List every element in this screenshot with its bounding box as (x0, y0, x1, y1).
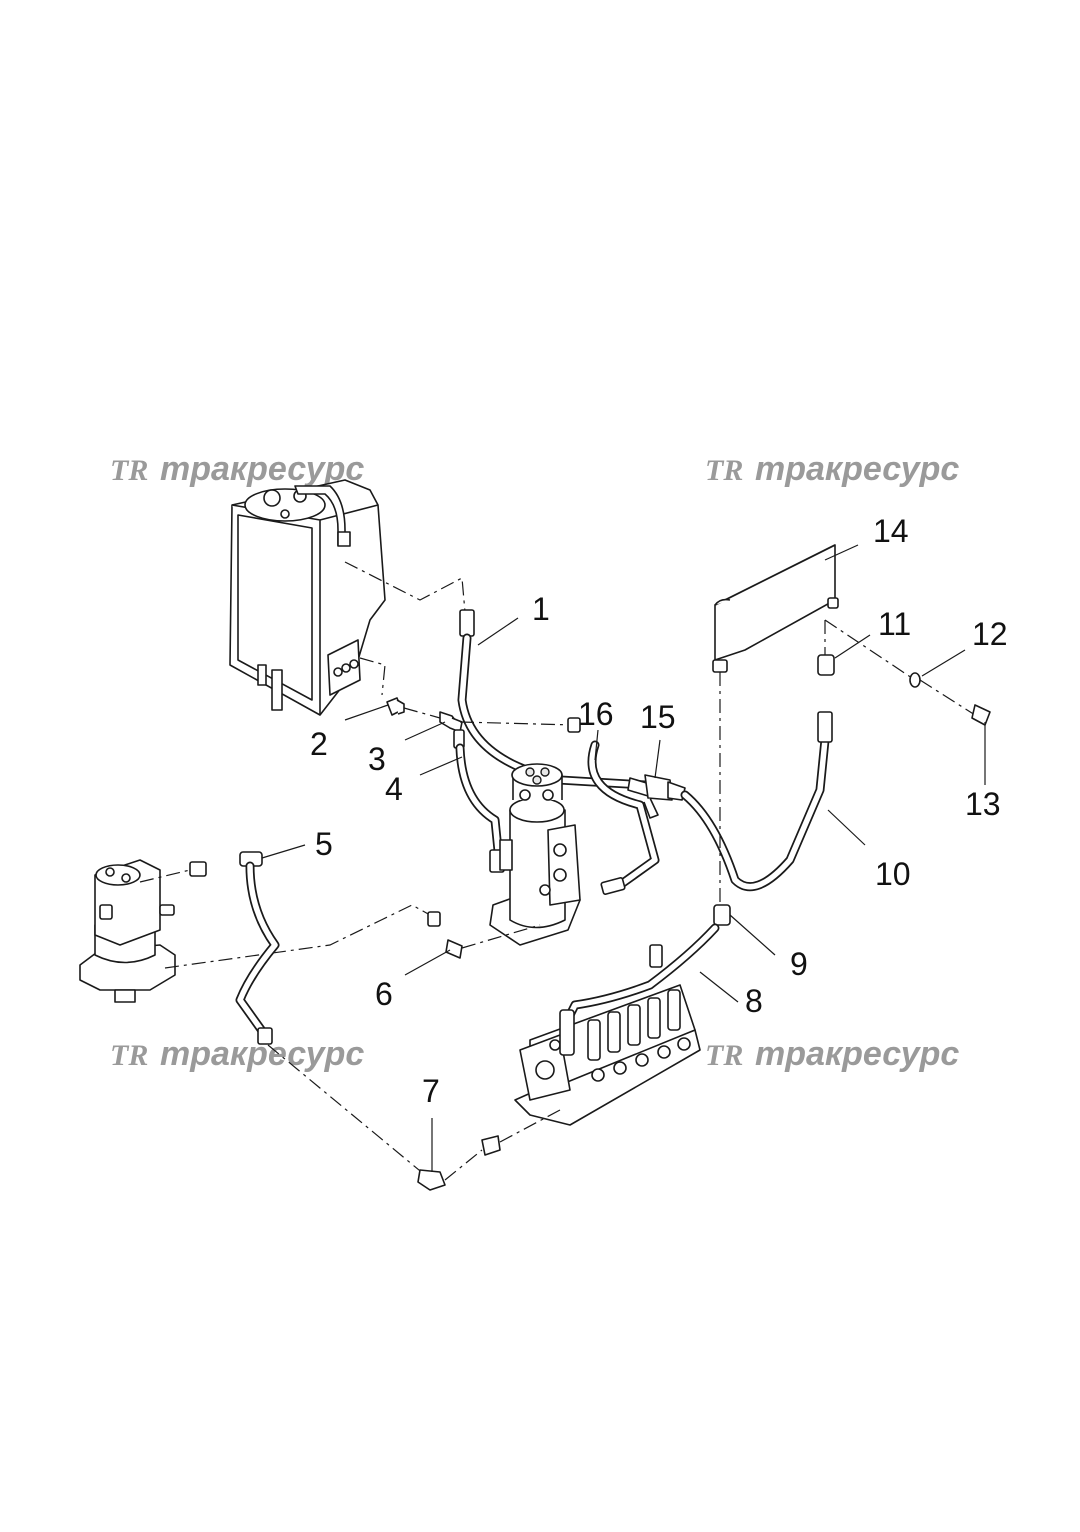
fitting (189, 861, 207, 877)
dash-line (403, 707, 441, 719)
callout-4: 4 (385, 771, 403, 807)
dash-line (139, 869, 191, 883)
fitting-item-11 (817, 654, 835, 676)
valve-spools (587, 989, 691, 1082)
hose-item-16 (587, 740, 660, 895)
callout-1: 1 (532, 591, 550, 627)
callout-13: 13 (965, 786, 1001, 822)
watermark-logo: TR (110, 1039, 148, 1072)
callout-6: 6 (375, 976, 393, 1012)
dash-line (344, 561, 466, 613)
dash-line (164, 904, 431, 969)
watermark-logo: TR (705, 1039, 743, 1072)
hydraulic-tank (229, 479, 386, 716)
oil-cooler-item-14 (712, 544, 839, 673)
hose-item-1 (457, 609, 650, 790)
washer-item-12 (909, 672, 921, 688)
watermark-logo: TR (705, 454, 743, 487)
elbow-fitting-item-7 (417, 1135, 501, 1191)
watermark-bottom-right: TR тракресурс (705, 1035, 959, 1073)
callout-15: 15 (640, 699, 676, 735)
control-valve-block (514, 984, 701, 1126)
watermark-brand: тракресурс (160, 450, 364, 488)
dash-line (459, 721, 576, 726)
fitting (567, 717, 581, 733)
callout-9: 9 (790, 946, 808, 982)
dash-line (824, 619, 916, 681)
hose-item-8 (560, 904, 731, 1030)
callout-3: 3 (368, 741, 386, 777)
swivel-joint (489, 763, 581, 946)
callout-10: 10 (875, 856, 911, 892)
callout-11: 11 (878, 606, 911, 642)
fitting-item-2 (386, 697, 405, 716)
hose-item-9 (680, 711, 833, 892)
fitting-item-6 (427, 911, 463, 959)
dash-line (919, 679, 976, 716)
callout-2: 2 (310, 726, 328, 762)
fitting-item-3 (439, 711, 463, 733)
dash-line (359, 657, 386, 696)
callout-16: 16 (578, 696, 614, 732)
watermark-top-right: TR тракресурс (705, 450, 959, 488)
callout-12: 12 (972, 616, 1008, 652)
callout-8: 8 (745, 983, 763, 1019)
dash-line (461, 924, 541, 949)
dash-line (267, 1044, 426, 1176)
callout-numbers: 1 2 3 4 5 6 7 8 9 10 11 12 13 14 15 16 (310, 513, 1008, 1109)
swing-motor (79, 859, 176, 1003)
watermark-brand: тракресурс (755, 450, 959, 488)
tee-fitting-item-15 (627, 774, 686, 819)
watermark-bottom-left: TR тракресурс (110, 1035, 364, 1073)
dash-line (499, 1109, 561, 1143)
watermark-top-left: TR тракресурс (110, 450, 364, 488)
watermark-logo: TR (110, 454, 148, 487)
hose-item-5 (235, 851, 280, 1045)
watermark-brand: тракресурс (755, 1035, 959, 1073)
bolt-item-13 (971, 704, 991, 726)
dash-line (444, 1149, 483, 1181)
leader-lines (261, 544, 986, 1172)
callout-14: 14 (873, 513, 909, 549)
callout-5: 5 (315, 826, 333, 862)
callout-7: 7 (422, 1073, 440, 1109)
